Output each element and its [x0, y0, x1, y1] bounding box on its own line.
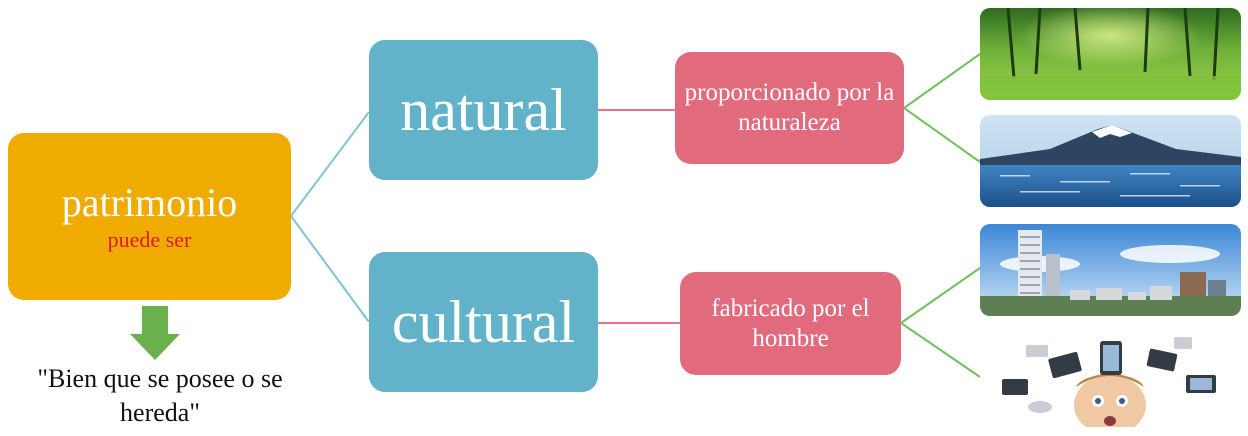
- node-cultural: cultural: [369, 252, 598, 392]
- mountain-lake-photo: [980, 115, 1241, 207]
- man-with-devices-photo: [980, 327, 1241, 427]
- definition-text: "Bien que se posee o se hereda": [37, 364, 283, 427]
- forest-photo: [980, 8, 1241, 100]
- connector-natural-forest: [903, 53, 981, 109]
- root-node-patrimonio: patrimonio puede ser: [8, 133, 291, 300]
- down-arrow-icon: [130, 306, 180, 360]
- natural-description-text: proporcionado por la naturaleza: [684, 79, 895, 136]
- root-title: patrimonio: [61, 179, 238, 225]
- root-subtitle: puede ser: [107, 226, 192, 252]
- node-cultural-description: fabricado por el hombre: [680, 272, 901, 375]
- node-natural: natural: [369, 40, 598, 180]
- connector-natural-mountain: [903, 107, 981, 163]
- city-skyline-photo: [980, 224, 1241, 316]
- node-natural-description: proporcionado por la naturaleza: [675, 52, 904, 164]
- cultural-description-text: fabricado por el hombre: [711, 294, 870, 352]
- connector-cultural-city: [900, 267, 981, 324]
- node-natural-label: natural: [400, 77, 567, 143]
- connector-root-natural: [290, 111, 370, 217]
- connector-root-cultural: [290, 215, 370, 323]
- connector-cultural-devices: [900, 322, 981, 378]
- node-cultural-label: cultural: [391, 289, 576, 355]
